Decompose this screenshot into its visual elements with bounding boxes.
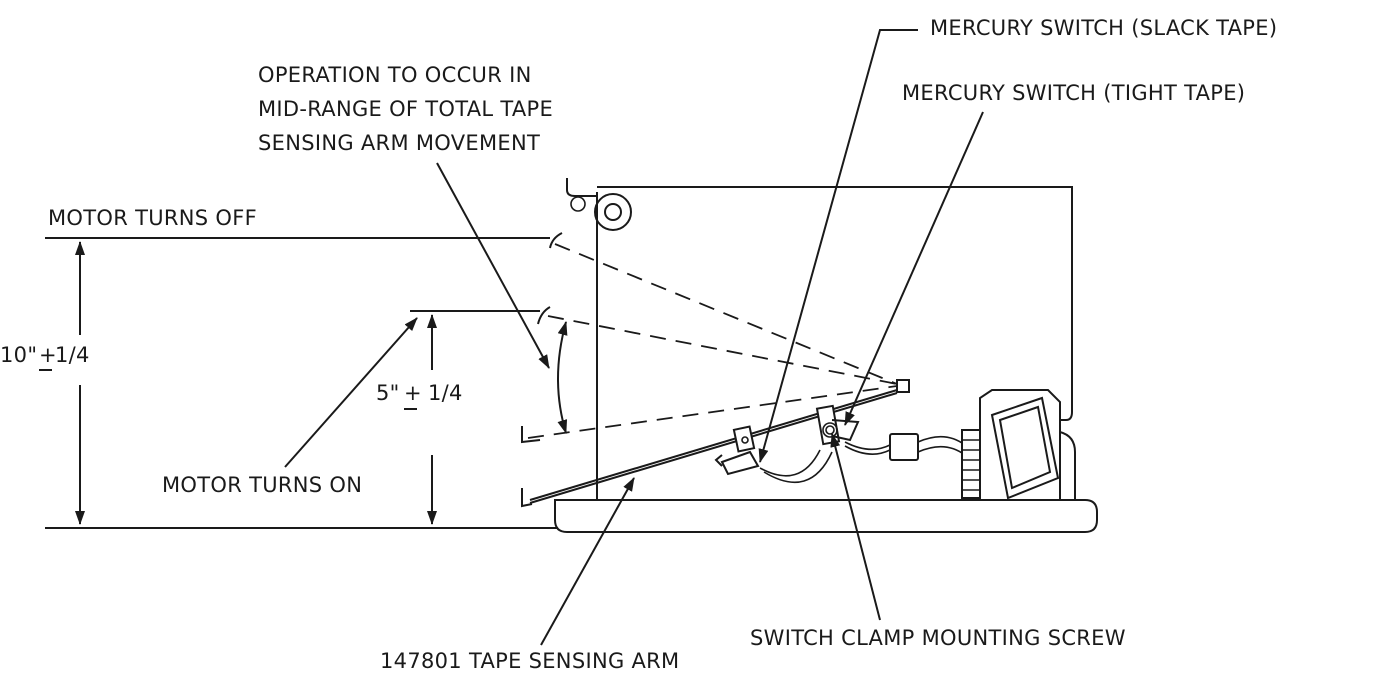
arm-tip-rest <box>521 488 533 508</box>
slack-switch-pin <box>714 454 723 467</box>
harness-wire-a <box>844 441 891 451</box>
leader-slack-switch <box>758 29 918 463</box>
motor-housing <box>979 389 1061 500</box>
arm-motion-arc <box>557 321 568 434</box>
arm-tip-mid <box>521 426 541 444</box>
sensing-arm-positions <box>521 232 910 508</box>
arm-tip-on <box>537 306 551 325</box>
label-motor-on: MOTOR TURNS ON <box>162 473 362 497</box>
label-motor-off: MOTOR TURNS OFF <box>48 206 257 230</box>
wire-connector <box>889 433 919 461</box>
dim-5-value: 5" <box>376 381 400 405</box>
dim-5-tolerance: 1/4 <box>428 381 463 405</box>
drive-motor <box>979 389 1061 500</box>
guide-roller <box>594 193 632 231</box>
arm-position-rest-lower <box>529 392 898 504</box>
arm-position-rest <box>529 389 898 501</box>
dimension-5-label: 5" + 1/4 <box>376 381 463 410</box>
tight-switch-screw-outer <box>822 422 838 438</box>
leader-operation-note <box>436 162 550 369</box>
operation-line-3: SENSING ARM MOVEMENT <box>258 131 540 155</box>
operation-line-1: OPERATION TO OCCUR IN <box>258 63 532 87</box>
slack-switch-clamp <box>732 425 756 453</box>
leader-arrows <box>284 29 984 646</box>
switch-wire-a <box>759 449 821 477</box>
motor-face-inner <box>998 405 1052 490</box>
leader-tight-switch <box>844 111 984 426</box>
switch-assembly <box>714 389 1061 500</box>
harness-wire-b <box>844 445 891 455</box>
leader-sensing-arm <box>540 477 635 646</box>
operation-line-2: MID-RANGE OF TOTAL TAPE <box>258 97 553 121</box>
dim-10-value: 10" <box>0 343 37 367</box>
connector-cable-a <box>917 435 966 446</box>
label-sensing-arm: 147801 TAPE SENSING ARM <box>380 649 679 673</box>
small-pulley <box>570 196 586 212</box>
plus-minus-sign: + <box>404 381 422 405</box>
slack-switch-body <box>720 450 760 476</box>
label-tight-switch: MERCURY SWITCH (TIGHT TAPE) <box>902 81 1245 105</box>
arm-position-on <box>547 315 898 385</box>
leader-clamp-screw <box>830 433 881 621</box>
tape-unit-housing <box>554 178 1098 533</box>
arm-position-mid <box>527 385 898 439</box>
label-slack-switch: MERCURY SWITCH (SLACK TAPE) <box>930 16 1277 40</box>
label-operation-note: OPERATION TO OCCUR IN MID-RANGE OF TOTAL… <box>258 63 553 155</box>
leader-motor-on <box>284 317 418 468</box>
housing-outline <box>596 186 1076 500</box>
tight-switch-screw <box>825 425 835 435</box>
base-tray <box>554 499 1098 533</box>
switch-wire-b <box>763 451 833 484</box>
label-clamp-screw: SWITCH CLAMP MOUNTING SCREW <box>750 626 1126 650</box>
motor-face-outer <box>990 396 1060 500</box>
guide-roller-hub <box>604 203 622 221</box>
connector-cable-b <box>917 445 966 456</box>
arm-tip-off <box>549 232 563 249</box>
slack-tape-switch <box>720 425 760 476</box>
plus-minus-sign: + <box>39 343 57 367</box>
dimension-10-label: 10" + 1/4 <box>0 343 90 371</box>
roller-bracket <box>566 178 598 197</box>
arm-pivot <box>896 379 910 393</box>
dim-10-tolerance: 1/4 <box>55 343 90 367</box>
slack-switch-screw <box>741 436 749 444</box>
arm-position-off <box>554 243 898 385</box>
